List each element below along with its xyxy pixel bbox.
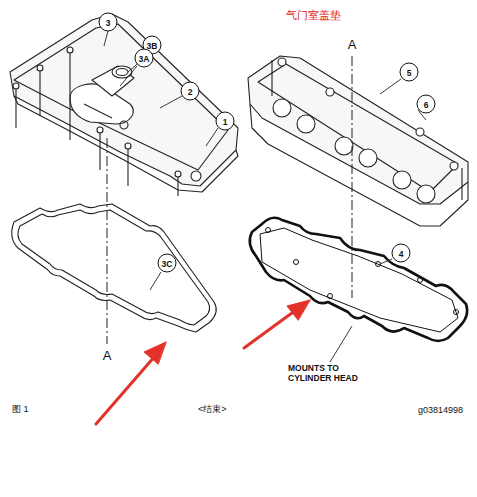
gasket-4 xyxy=(250,218,467,341)
figure-number: 图 1 xyxy=(12,403,29,416)
callout-number: 6 xyxy=(417,95,436,114)
callout-number: 3 xyxy=(99,13,118,32)
graphic-id: g03814998 xyxy=(418,405,463,415)
callout-number: 3C xyxy=(158,254,177,273)
callout-number: 2 xyxy=(181,82,200,101)
callout-number: 3A xyxy=(135,49,154,68)
title-note: 气门室盖垫 xyxy=(286,9,341,23)
callout-number: 1 xyxy=(216,112,235,131)
axis-label: A xyxy=(347,37,358,52)
callout-number: 4 xyxy=(392,244,411,263)
mount-note: MOUNTS TO CYLINDER HEAD xyxy=(288,364,376,384)
end-mark: <结束> xyxy=(198,403,227,416)
gasket-3c xyxy=(12,204,217,332)
axis-label: A xyxy=(102,348,113,363)
callout-number: 5 xyxy=(400,63,419,82)
spacer-housing xyxy=(248,56,468,204)
